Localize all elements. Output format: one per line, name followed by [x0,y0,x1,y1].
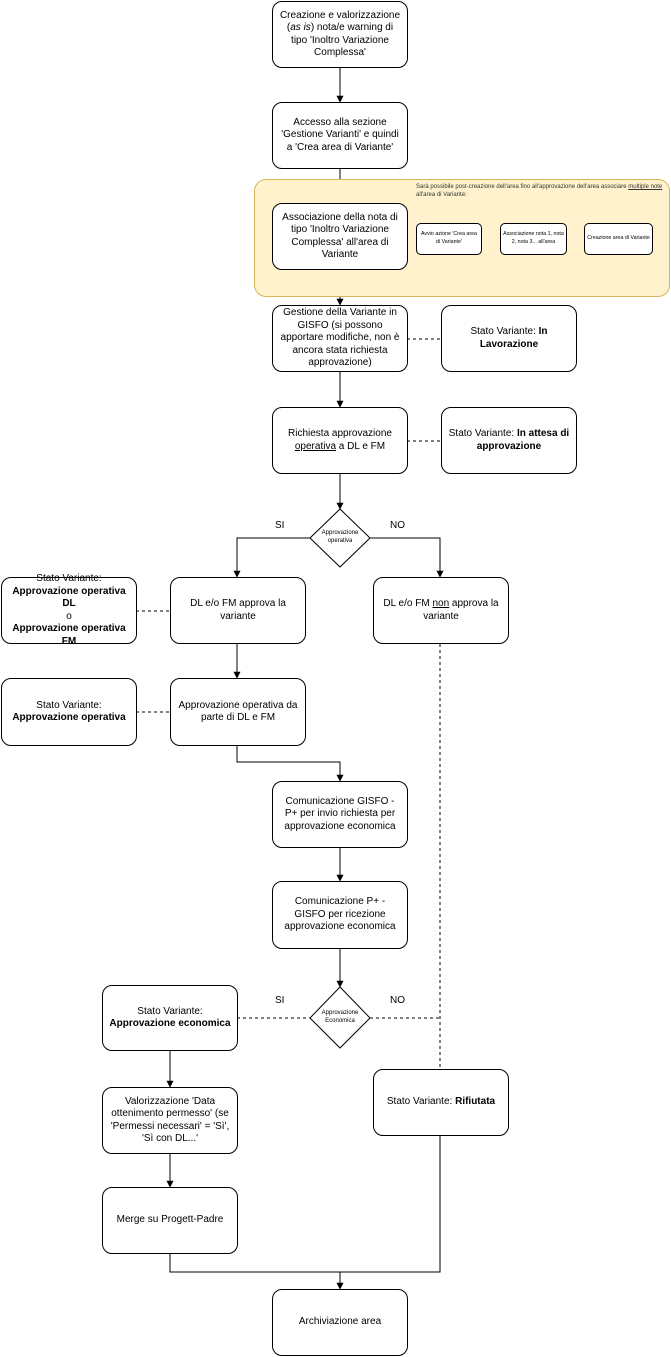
node-associazione-note: Associazione nota 1, nota 2, nota 3... a… [500,223,567,255]
node-stato-economica: Stato Variante:Approvazione economica [102,985,238,1051]
node-comunicazione-gisfo-p: Comunicazione GISFO - P+ per invio richi… [272,781,408,848]
node-associazione-nota: Associazione della nota di tipo 'Inoltro… [272,203,408,270]
node-creazione-area: Creazione area di Variante [584,223,653,255]
node-stato-rifiutata: Stato Variante: Rifiutata [373,1069,509,1136]
arrow-approvazione-comunicazione1 [236,746,344,782]
arrow-rifiutata-archiviazione [340,1136,441,1273]
decision-approvazione-operativa [309,508,371,568]
node-non-approva-variante: DL e/o FM non approva la variante [373,577,509,644]
label-si-operativa: SI [275,520,285,531]
node-approva-variante: DL e/o FM approva la variante [170,577,306,644]
node-stato-lavorazione: Stato Variante: In Lavorazione [441,305,577,372]
node-comunicazione-p-gisfo: Comunicazione P+ - GISFO per ricezione a… [272,881,408,949]
node-gestione-variante: Gestione della Variante in GISFO (si pos… [272,305,408,372]
decision-economica-label: Approvazione Economica [321,1010,359,1024]
node-richiesta-approvazione: Richiesta approvazione operativa a DL e … [272,407,408,474]
arrow-no-nonapprova [370,537,444,578]
decision-approvazione-economica [309,986,371,1049]
node-archiviazione-area: Archiviazione area [272,1289,408,1356]
decision-operativa-label: Approvazione operativa [321,530,359,544]
arrow-merge-archiviazione [169,1254,344,1290]
node-creazione-nota: Creazione e valorizzazione (as is) nota/… [272,1,408,68]
arrow-si-approva [233,537,310,578]
node-avvio-azione: Avvio azione 'Crea area di Variante' [416,223,482,255]
node-valorizzazione-data: Valorizzazione 'Data ottenimento permess… [102,1087,238,1154]
label-no-economica: NO [390,995,405,1006]
label-si-economica: SI [275,995,285,1006]
node-stato-operativa: Stato Variante:Approvazione operativa [1,678,137,746]
node-accesso-sezione: Accesso alla sezione 'Gestione Varianti'… [272,102,408,169]
multiple-notes-note: Sarà possibile post-creazione dell'area … [416,184,663,199]
node-merge-progett-padre: Merge su Progett-Padre [102,1187,238,1254]
node-stato-attesa: Stato Variante: In attesa di approvazion… [441,407,577,474]
label-no-operativa: NO [390,520,405,531]
node-stato-dl-fm: Stato Variante:Approvazione operativa DL… [1,573,137,647]
node-approvazione-operativa: Approvazione operativa da parte di DL e … [170,678,306,746]
